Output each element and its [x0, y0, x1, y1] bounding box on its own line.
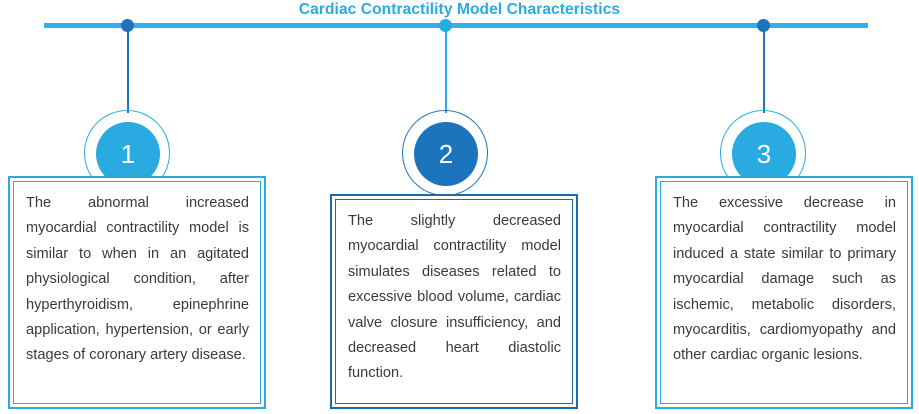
- step-number-1-badge: 1: [96, 122, 160, 186]
- description-box-2-inner: The slightly decreased myocardial contra…: [335, 199, 573, 404]
- timeline-dot-1: [121, 19, 134, 32]
- step-circle-2[interactable]: 2: [402, 110, 488, 196]
- description-box-2: The slightly decreased myocardial contra…: [330, 194, 578, 409]
- description-text-1: The abnormal increased myocardial contra…: [26, 195, 249, 364]
- step-number-3-label: 3: [756, 139, 772, 169]
- step-circle-1[interactable]: 1: [84, 110, 170, 196]
- connector-line-1: [127, 29, 129, 113]
- description-box-1: The abnormal increased myocardial contra…: [8, 176, 266, 409]
- description-box-3-inner: The excessive decrease in myocardial con…: [660, 181, 908, 404]
- timeline-bar: [44, 23, 868, 28]
- connector-line-2: [445, 29, 447, 113]
- connector-line-3: [763, 29, 765, 113]
- step-number-3-badge: 3: [732, 122, 796, 186]
- step-circle-3[interactable]: 3: [720, 110, 806, 196]
- description-text-2: The slightly decreased myocardial contra…: [348, 213, 561, 382]
- description-box-3: The excessive decrease in myocardial con…: [655, 176, 913, 409]
- description-box-1-inner: The abnormal increased myocardial contra…: [13, 181, 261, 404]
- step-number-1-label: 1: [120, 139, 136, 169]
- description-text-3: The excessive decrease in myocardial con…: [673, 195, 896, 364]
- page-title: Cardiac Contractility Model Characterist…: [298, 1, 621, 18]
- step-number-2-label: 2: [438, 139, 454, 169]
- timeline-dot-3: [757, 19, 770, 32]
- step-number-2-badge: 2: [414, 122, 478, 186]
- timeline-dot-2: [439, 19, 452, 32]
